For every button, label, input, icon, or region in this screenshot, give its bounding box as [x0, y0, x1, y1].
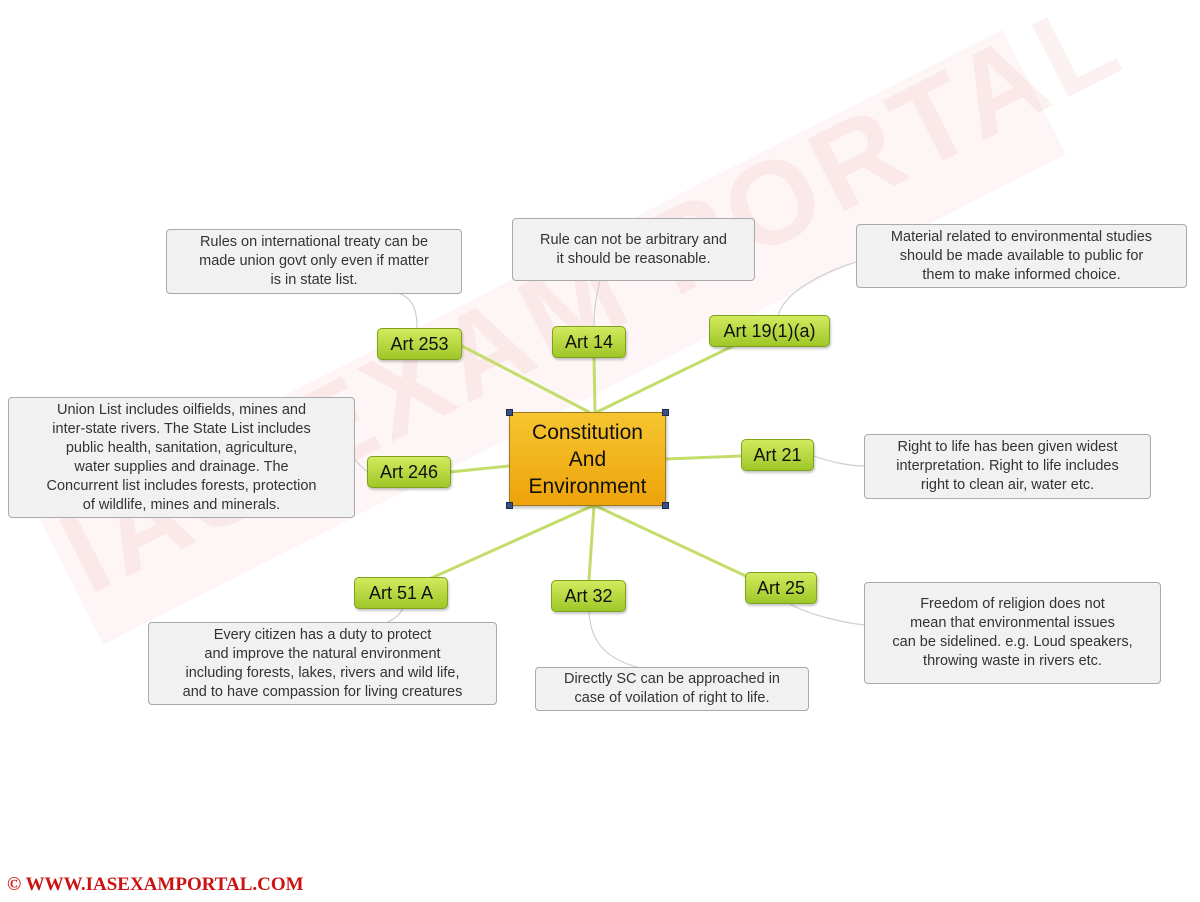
- note-line: and improve the natural environment: [204, 645, 441, 662]
- note-line: Concurrent list includes forests, protec…: [46, 477, 317, 494]
- leader-art25: [789, 603, 865, 626]
- note-art253: Rules on international treaty can be mad…: [166, 229, 462, 294]
- leader-art14: [593, 279, 601, 327]
- connector-art32: [587, 504, 596, 582]
- connector-art19: [595, 343, 737, 414]
- connector-art246: [448, 464, 511, 474]
- node-art19[interactable]: Art 19(1)(a): [709, 315, 830, 347]
- note-line: throwing waste in rivers etc.: [923, 653, 1102, 669]
- connector-art14: [592, 354, 597, 414]
- note-art32: Directly SC can be approached in case of…: [535, 667, 809, 711]
- note-line: can be sidelined. e.g. Loud speakers,: [892, 634, 1133, 650]
- connector-art21: [664, 454, 744, 461]
- note-line: inter-state rivers. The State List inclu…: [52, 420, 311, 437]
- note-art14: Rule can not be arbitrary and it should …: [512, 218, 755, 281]
- note-line: Rules on international treaty can be: [199, 234, 429, 250]
- note-line: mean that environmental issues: [910, 615, 1115, 631]
- note-line: including forests, lakes, rivers and wil…: [185, 664, 460, 681]
- note-line: water supplies and drainage. The: [74, 458, 289, 475]
- leader-art253: [397, 292, 418, 329]
- selection-handle[interactable]: [662, 502, 669, 509]
- leader-art32: [588, 610, 641, 669]
- note-line: Rule can not be arbitrary and: [540, 231, 727, 248]
- leader-art246: [354, 459, 369, 473]
- note-art246: Union List includes oilfields, mines and…: [8, 397, 355, 518]
- selection-handle[interactable]: [506, 502, 513, 509]
- node-art51a[interactable]: Art 51 A: [354, 577, 448, 609]
- node-art246[interactable]: Art 246: [367, 456, 451, 488]
- copyright-footer: © WWW.IASEXAMPORTAL.COM: [7, 874, 304, 895]
- central-topic-line: Environment: [528, 474, 647, 498]
- note-line: it should be reasonable.: [556, 250, 711, 267]
- note-line: Union List includes oilfields, mines and: [56, 401, 307, 418]
- central-topic-line: And: [568, 447, 607, 471]
- note-art51a: Every citizen has a duty to protect and …: [148, 622, 497, 705]
- leader-art21: [813, 455, 865, 467]
- central-topic[interactable]: Constitution And Environment: [509, 412, 666, 506]
- note-line: Every citizen has a duty to protect: [213, 626, 432, 643]
- note-line: Directly SC can be approached in: [563, 671, 780, 687]
- note-line: Right to life has been given widest: [897, 439, 1118, 455]
- leader-art19: [777, 261, 857, 317]
- node-art253[interactable]: Art 253: [377, 328, 462, 360]
- note-line: and to have compassion for living creatu…: [182, 683, 463, 700]
- note-art21: Right to life has been given widest inte…: [864, 434, 1151, 499]
- node-art32[interactable]: Art 32: [551, 580, 626, 612]
- note-line: public health, sanitation, agriculture,: [65, 439, 298, 456]
- note-line: made union govt only even if matter: [199, 253, 429, 269]
- note-line: of wildlife, mines and minerals.: [82, 496, 281, 513]
- connector-art253: [458, 343, 591, 414]
- connector-art25: [594, 504, 752, 580]
- selection-handle[interactable]: [662, 409, 669, 416]
- central-topic-label: Constitution And Environment: [529, 419, 647, 500]
- note-line: Freedom of religion does not: [920, 596, 1105, 612]
- note-line: is in state list.: [270, 272, 358, 288]
- note-line: case of voilation of right to life.: [574, 690, 770, 706]
- note-line: right to clean air, water etc.: [920, 477, 1095, 493]
- note-line: them to make informed choice.: [922, 266, 1121, 283]
- note-line: Material related to environmental studie…: [890, 228, 1153, 245]
- node-art14[interactable]: Art 14: [552, 326, 626, 358]
- node-art25[interactable]: Art 25: [745, 572, 817, 604]
- note-line: interpretation. Right to life includes: [896, 458, 1119, 474]
- selection-handle[interactable]: [506, 409, 513, 416]
- central-topic-line: Constitution: [532, 420, 643, 444]
- note-art25: Freedom of religion does not mean that e…: [864, 582, 1161, 684]
- note-art19: Material related to environmental studie…: [856, 224, 1187, 288]
- note-line: should be made available to public for: [899, 247, 1144, 264]
- connector-art51a: [425, 504, 594, 582]
- node-art21[interactable]: Art 21: [741, 439, 814, 471]
